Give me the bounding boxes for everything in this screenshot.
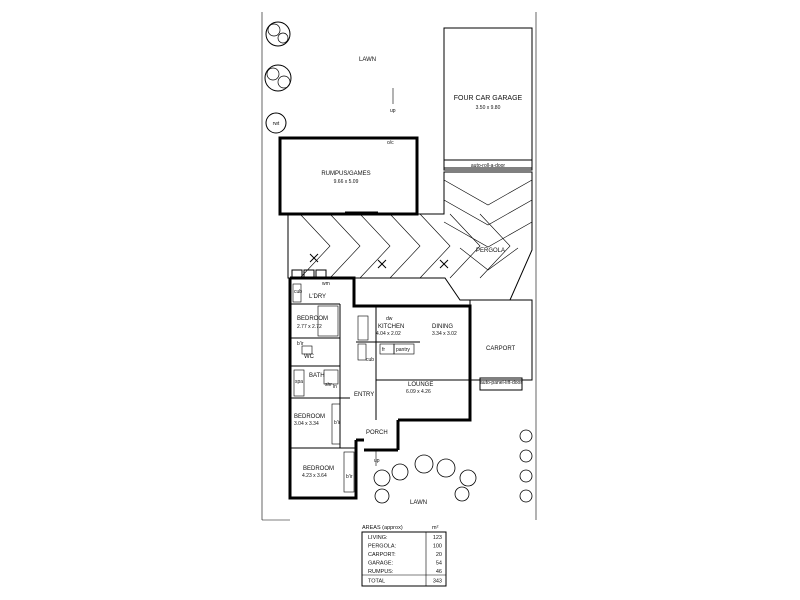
bath-shr: shr — [325, 382, 332, 388]
lawn-top-label: LAWN — [359, 57, 376, 63]
kitchen-name: KITCHEN — [378, 324, 404, 330]
wc-name: WC — [304, 354, 315, 360]
rumpus-name: RUMPUS/GAMES — [321, 171, 370, 177]
bath-spa: spa — [295, 379, 303, 385]
bedroom2-name: BEDROOM — [294, 414, 325, 420]
kitchen-dims: 4.04 x 2.02 — [376, 331, 401, 337]
areas-row-label: PERGOLA: — [368, 544, 397, 550]
property-boundary — [261, 12, 537, 521]
kitchen-dw: dw — [386, 316, 393, 322]
pantry-label: pantry — [396, 347, 410, 353]
rumpus-room: RUMPUS/GAMES 9.66 x 5.09 o/c — [278, 136, 419, 216]
rumpus-dims: 9.66 x 5.09 — [334, 179, 359, 185]
oc-label: o/c — [387, 140, 394, 146]
carport: CARPORT auto-panel-lift-door — [469, 299, 533, 391]
areas-row-value: 123 — [433, 535, 442, 541]
areas-row-value: 54 — [436, 561, 442, 567]
laundry-cub: cub — [294, 289, 302, 295]
tree-icon — [265, 21, 291, 47]
house-walls — [288, 269, 472, 500]
garage-name: FOUR CAR GARAGE — [454, 95, 523, 102]
bedroom1-name: BEDROOM — [297, 316, 328, 322]
tree-icon — [519, 429, 533, 503]
up-bottom-label: up — [374, 458, 380, 464]
areas-row-label: GARAGE: — [368, 561, 394, 567]
bedroom2-dims: 3.04 x 3.34 — [294, 421, 319, 427]
ln-label: ln — [333, 384, 337, 390]
areas-row-label: LIVING: — [368, 535, 388, 541]
entry-name: ENTRY — [354, 392, 374, 398]
areas-row-value: 20 — [436, 552, 442, 558]
bir-label-1: b'ir — [297, 341, 304, 347]
laundry-wm: wm — [322, 281, 330, 287]
lawn-bottom-label: LAWN — [410, 500, 427, 506]
areas-row-label: CARPORT: — [368, 552, 396, 558]
areas-row-value: 100 — [433, 544, 442, 550]
dining-name: DINING — [432, 324, 453, 330]
garage: FOUR CAR GARAGE 3.50 x 9.80 auto-roll-a-… — [443, 27, 533, 171]
areas-row-label: TOTAL — [368, 579, 385, 585]
garage-door-label: auto-roll-a-door — [471, 163, 506, 169]
bedroom1-dims: 2.77 x 2.72 — [297, 324, 322, 330]
dining-dims: 3.34 x 3.02 — [432, 331, 457, 337]
bir-label-2: b'ir — [334, 420, 341, 426]
hedge-icon — [373, 454, 477, 504]
bath-name: BATH — [309, 373, 325, 379]
rwt-label: rwt — [273, 121, 280, 127]
lounge-dims: 6.09 x 4.26 — [406, 389, 431, 395]
pergola-name: PERGOLA — [476, 248, 505, 254]
bir-label-3: b'ir — [346, 474, 353, 480]
carport-door-label: auto-panel-lift-door — [480, 380, 522, 386]
tree-icon — [264, 64, 292, 92]
carport-name: CARPORT — [486, 346, 516, 352]
rainwater-tank — [265, 112, 287, 134]
areas-title: AREAS (approx) — [362, 525, 403, 531]
cub-label: cub — [366, 357, 374, 363]
areas-row-value: 46 — [436, 569, 442, 575]
areas-row-value: 343 — [433, 579, 442, 585]
bedroom3-name: BEDROOM — [303, 466, 334, 472]
lounge-name: LOUNGE — [408, 382, 433, 388]
garage-dims: 3.50 x 9.80 — [476, 105, 501, 111]
fr-label: fr — [382, 347, 385, 353]
porch-name: PORCH — [366, 430, 388, 436]
pergola: PERGOLA — [287, 171, 533, 301]
bedroom3-dims: 4.23 x 3.64 — [302, 473, 327, 479]
up-top-label: up — [390, 108, 396, 114]
laundry-name: L'DRY — [309, 294, 326, 300]
areas-unit: m² — [432, 525, 439, 531]
areas-row-label: RUMPUS: — [368, 569, 394, 575]
